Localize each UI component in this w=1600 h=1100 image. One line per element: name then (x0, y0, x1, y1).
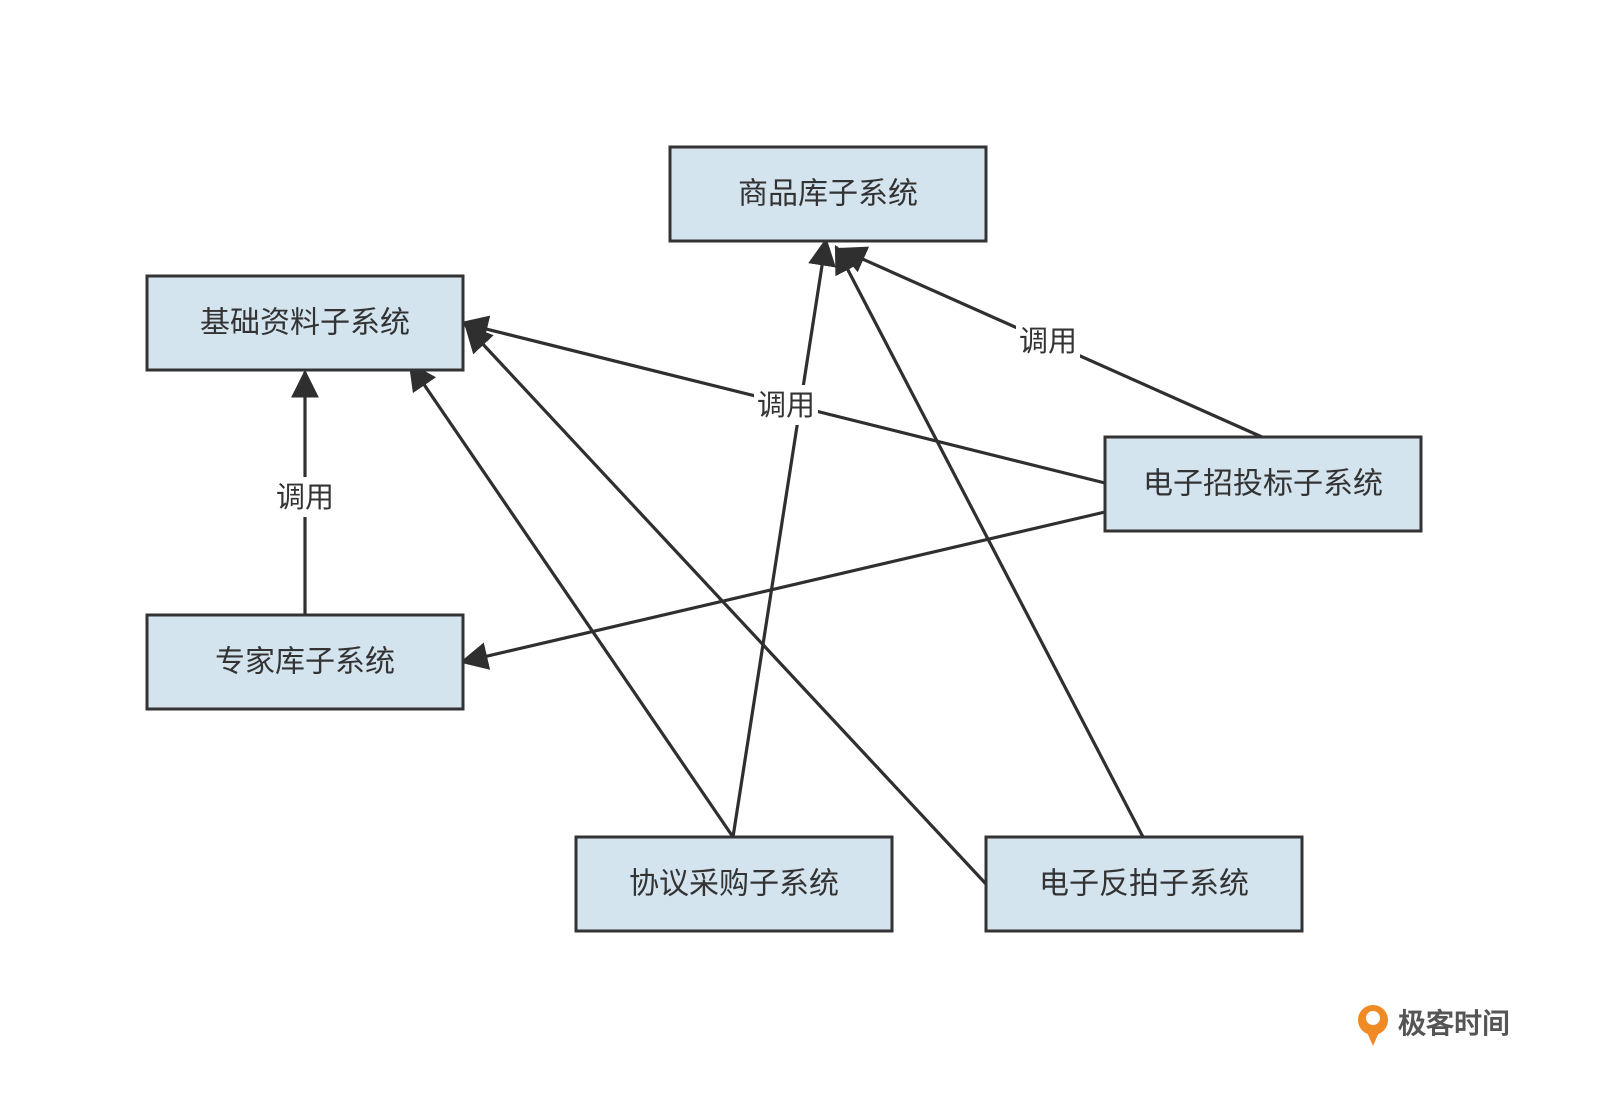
node-label: 商品库子系统 (738, 177, 918, 212)
node-box (668, 145, 988, 243)
edge-label-tender-to-goods: 调用 (1016, 321, 1080, 361)
node-tender: 电子招投标子系统 (1103, 435, 1423, 533)
node-label: 专家库子系统 (215, 645, 395, 680)
edge-tender-to-expert (459, 510, 1106, 670)
node-agreement: 协议采购子系统 (574, 835, 894, 933)
edge-label-text: 调用 (276, 480, 334, 514)
node-expert: 专家库子系统 (145, 613, 465, 711)
edge-auction-to-basic (464, 324, 988, 886)
edges-layer (291, 237, 1263, 886)
watermark: 极客时间 (1358, 1005, 1510, 1046)
geektime-logo-icon (1358, 1005, 1388, 1046)
node-box (574, 835, 894, 933)
edge-label-background (273, 477, 337, 517)
node-basic: 基础资料子系统 (145, 274, 465, 372)
edge-label-text: 调用 (757, 388, 815, 422)
edge-agreement-to-goods (731, 237, 836, 838)
edge-label-background (1016, 321, 1080, 361)
edge-label-background (754, 385, 818, 425)
edge-label-expert-to-basic: 调用 (273, 477, 337, 517)
edge-agreement-to-basic (408, 362, 735, 838)
node-box (984, 835, 1304, 933)
edge-label-text: 调用 (1019, 324, 1077, 358)
node-box (145, 274, 465, 372)
node-label: 电子招投标子系统 (1143, 467, 1383, 502)
edge-label-tender-to-basic: 调用 (754, 385, 818, 425)
watermark-text: 极客时间 (1398, 1007, 1510, 1040)
edge-auction-to-goods (834, 244, 1145, 838)
node-label: 基础资料子系统 (200, 306, 410, 341)
node-label: 协议采购子系统 (629, 867, 839, 902)
node-label: 电子反拍子系统 (1039, 867, 1249, 902)
node-goods: 商品库子系统 (668, 145, 988, 243)
node-box (145, 613, 465, 711)
node-box (1103, 435, 1423, 533)
node-auction: 电子反拍子系统 (984, 835, 1304, 933)
